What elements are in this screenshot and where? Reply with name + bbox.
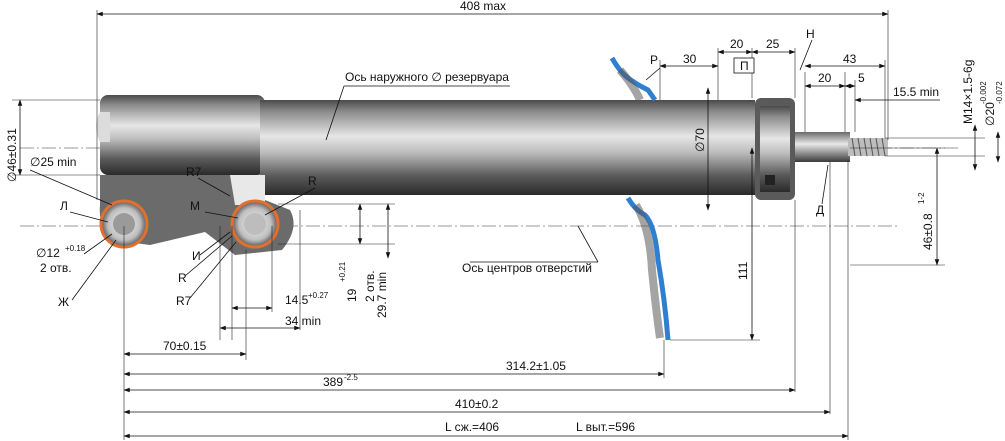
dim-34-min: 34 min [285,314,321,328]
reservoir-body [96,95,755,195]
label-pi: П [740,59,749,73]
dim-408-max: 408 max [460,0,506,13]
dim-46-right: 46±0.8 [921,213,935,250]
dim-25: 25 [766,37,780,51]
shaft-tol-upper: -0.002 [979,81,988,104]
shaft-tol-lower: -0.072 [995,81,1004,104]
l-compressed: L сж.=406 [445,420,499,434]
left-dia-label: ∅46±0.31 [5,128,19,182]
label-p: P [650,53,658,67]
label-zh: Ж [58,295,69,309]
holes-axis-label: Ось центров отверстий [462,261,592,275]
label-d: Д [816,203,824,217]
hole-dia-label: ∅12 [36,246,60,260]
dim-5: 5 [858,71,865,85]
dim-20-right: 20 [818,71,832,85]
dim-20-top: 20 [730,37,744,51]
thread-label: M14×1.5-6g [961,60,975,124]
label-r-right: R [308,174,317,188]
lower-eye-bracket [99,175,294,255]
dim-410: 410±0.2 [455,397,499,411]
dim-30: 30 [683,52,697,66]
label-l: Л [60,199,68,213]
dim-14-5-tol: +0.27 [308,291,329,300]
dim-314: 314.2±1.05 [506,359,566,373]
dim-19-count: 2 отв. [363,270,377,302]
dim-29-7-min: 29.7 min [375,272,389,318]
dim-19-label: 19 [345,288,359,302]
label-m: M [190,199,200,213]
hole-count-label: 2 отв. [40,261,72,275]
reservoir-axis-label: Ось наружного ∅ резервуара [345,70,509,84]
dim-14-5: 14.5 [285,293,309,307]
dim-389-tol: -2.5 [344,373,358,382]
d25-min-label: ∅25 min [30,155,76,169]
dim-43: 43 [843,52,857,66]
dim-19-tol: +0.21 [338,261,347,282]
dim-111: 111 [736,261,750,280]
dim-389: 389 [323,375,343,389]
label-r7-bottom: R7 [176,294,192,308]
dim-15-5-min: 15.5 min [893,85,939,99]
label-n: Н [806,27,815,41]
rod-guide-cap [755,98,795,200]
dim-70: 70±0.15 [163,339,207,353]
hole-dia-tol: +0.18 [65,244,86,253]
piston-rod [795,132,888,162]
label-i: И [192,249,201,263]
l-extended: L выт.=596 [576,420,635,434]
label-r7-top: R7 [186,165,202,179]
label-r-mid: R [178,271,187,285]
body-dia-label: ∅70 [693,128,707,152]
dim-46-right-tol: 1-2 [917,192,926,204]
shaft-dia-label: ∅20 [983,102,997,126]
spring-bracket-shadow [616,67,664,339]
